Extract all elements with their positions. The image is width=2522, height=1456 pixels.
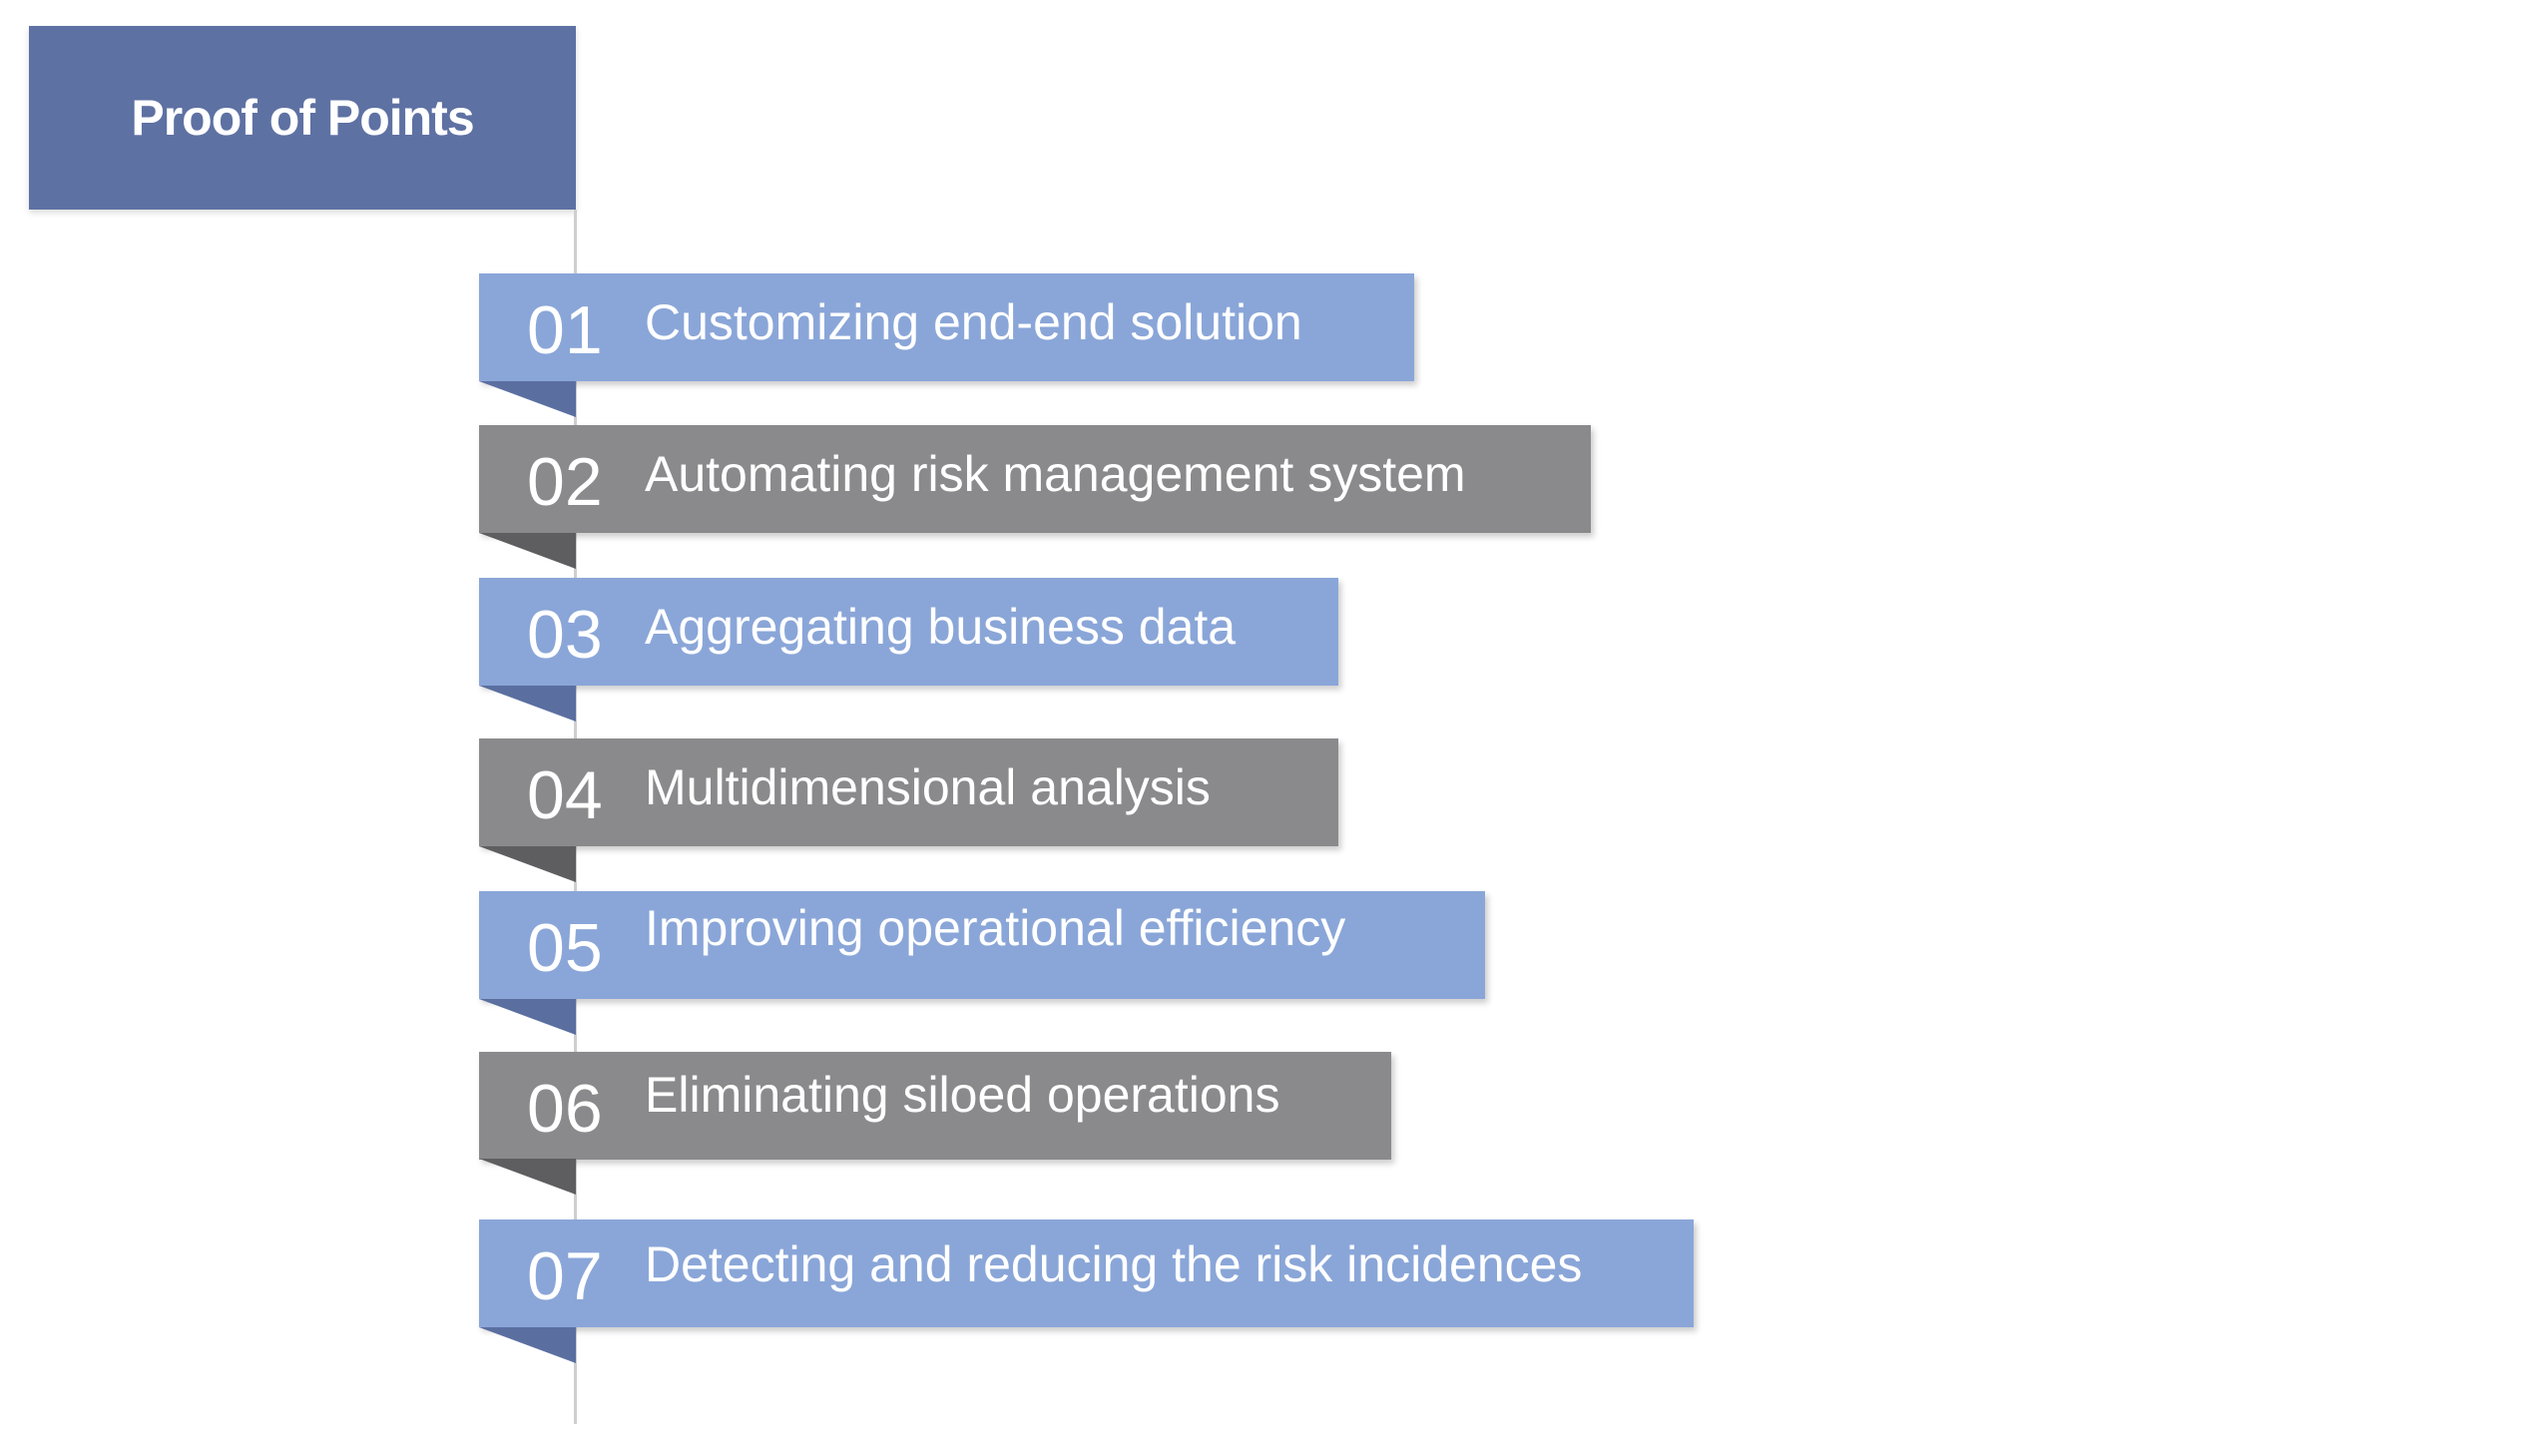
list-item: 03 Aggregating business data <box>479 578 1338 686</box>
item-label: Customizing end-end solution <box>645 294 1302 350</box>
item-label: Automating risk management system <box>645 446 1466 502</box>
item-number: 07 <box>527 1238 603 1314</box>
item-number: 01 <box>527 292 603 368</box>
item-number: 03 <box>527 597 603 673</box>
list-item: 02 Automating risk management system <box>479 425 1591 533</box>
list-item: 06 Eliminating siloed operations <box>479 1052 1391 1160</box>
list-item: 01 Customizing end-end solution <box>479 273 1414 381</box>
item-number: 05 <box>527 910 603 986</box>
ribbon-fold <box>479 846 576 882</box>
ribbon-fold <box>479 1327 576 1363</box>
item-number: 02 <box>527 444 603 520</box>
ribbon-fold <box>479 381 576 417</box>
ribbon-fold <box>479 999 576 1035</box>
item-label: Aggregating business data <box>645 599 1237 655</box>
page-title: Proof of Points <box>131 90 474 146</box>
list-item: 05 Improving operational efficiency <box>479 891 1485 999</box>
ribbon-fold <box>479 1159 576 1195</box>
list-item: 04 Multidimensional analysis <box>479 738 1338 846</box>
ribbon-fold <box>479 533 576 569</box>
title-box: Proof of Points <box>29 26 576 210</box>
item-label: Multidimensional analysis <box>645 759 1211 815</box>
list-item: 07 Detecting and reducing the risk incid… <box>479 1219 1694 1327</box>
item-number: 06 <box>527 1071 603 1147</box>
item-label: Detecting and reducing the risk incidenc… <box>645 1236 1583 1292</box>
ribbon-fold <box>479 686 576 722</box>
item-number: 04 <box>527 757 603 833</box>
item-label: Eliminating siloed operations <box>645 1067 1280 1123</box>
item-label: Improving operational efficiency <box>645 900 1346 956</box>
